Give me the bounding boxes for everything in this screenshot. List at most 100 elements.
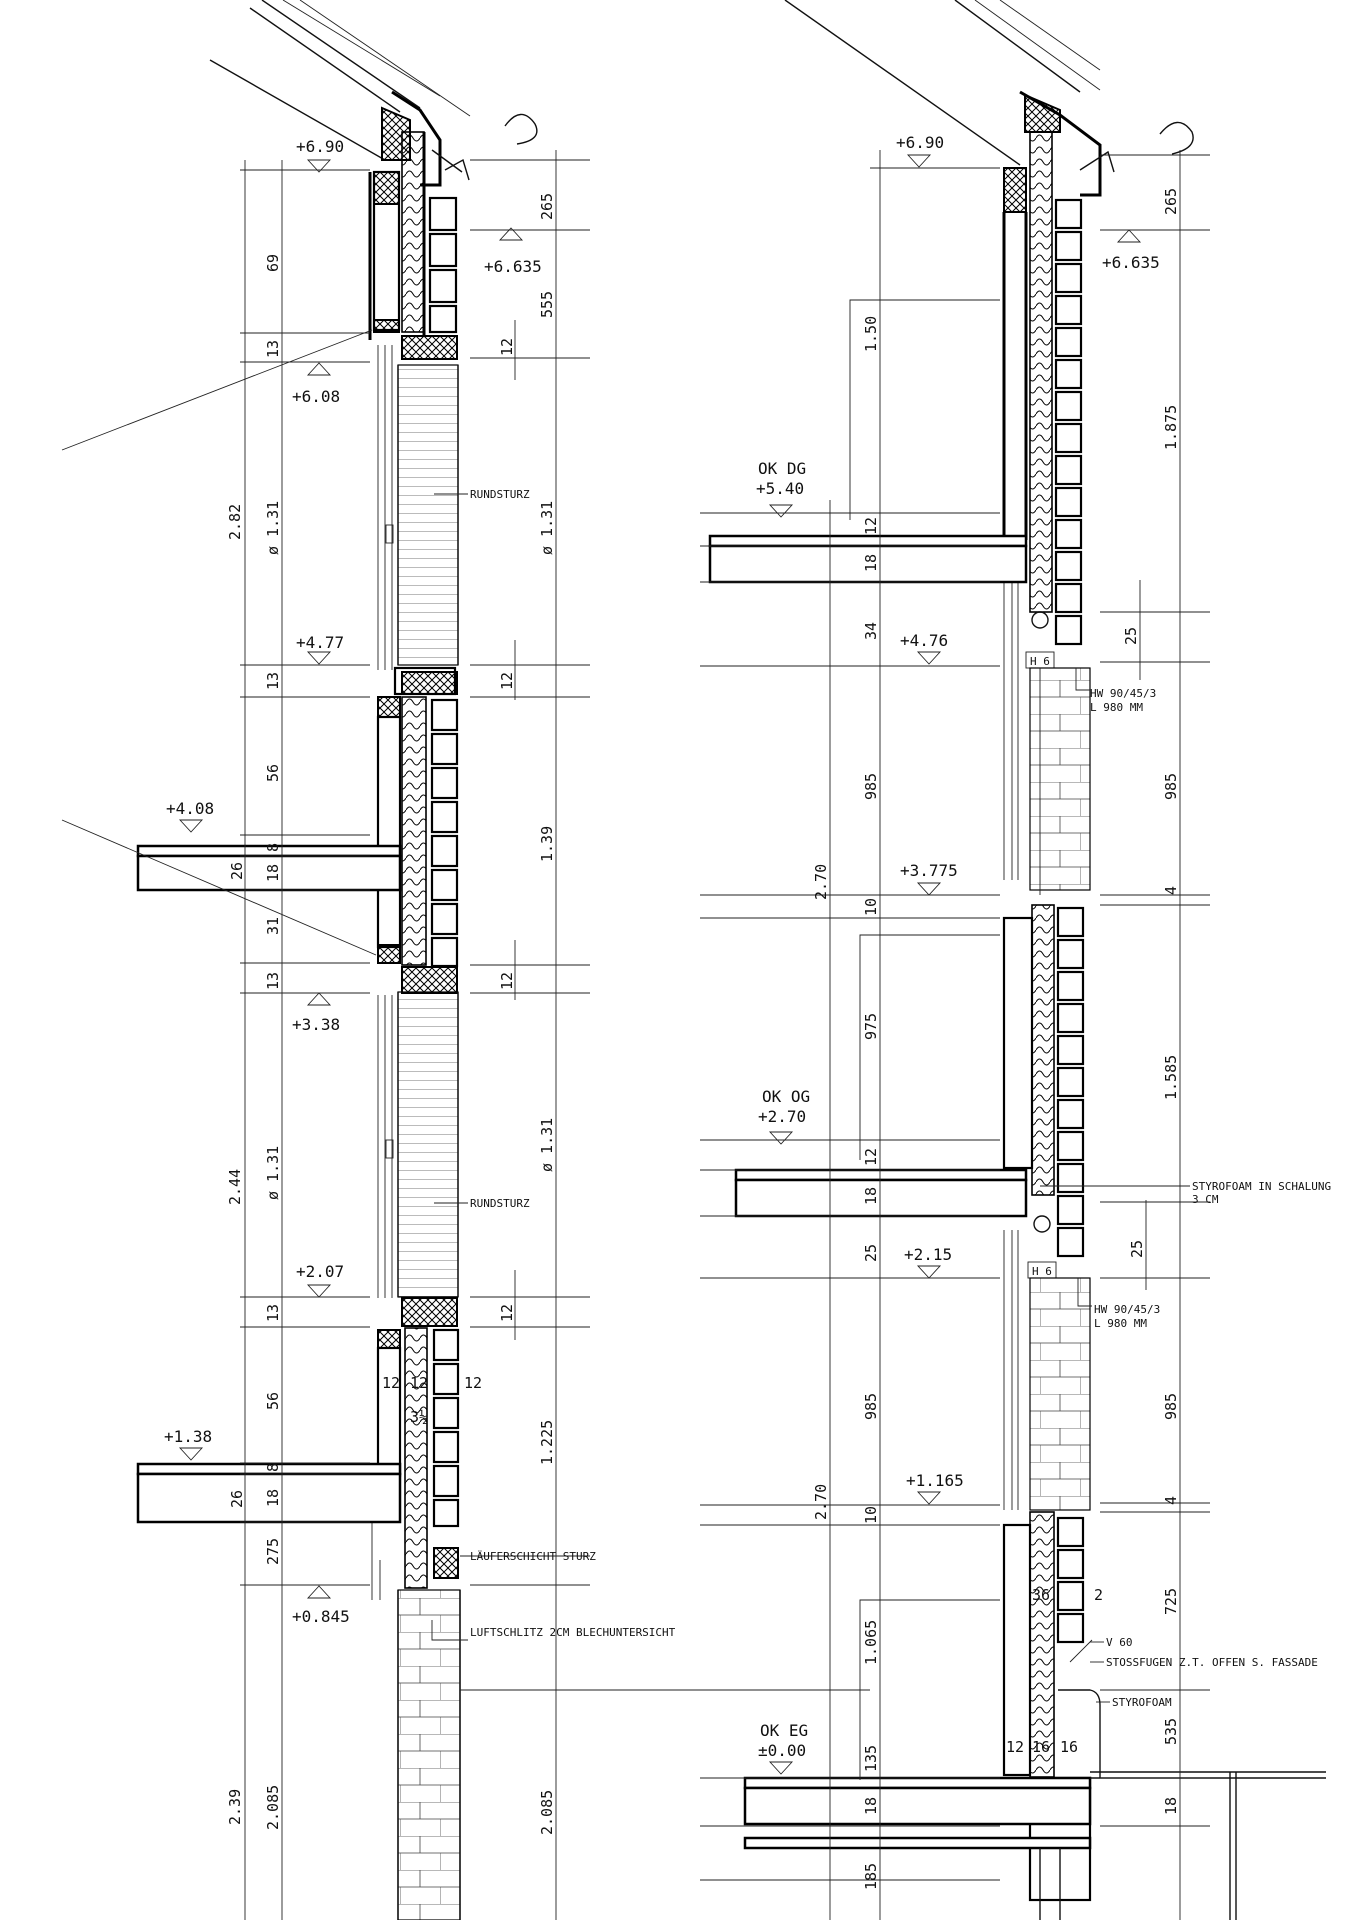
level-right-2: +5.40 xyxy=(756,479,804,498)
dim-left-inner-2: ø 1.31 xyxy=(264,501,282,555)
dim-left-right-9: 1.225 xyxy=(538,1420,556,1465)
dim-right-left-4: 985 xyxy=(862,773,880,800)
dim-right-left-3: 34 xyxy=(862,622,880,640)
dim-left-inner-11: 56 xyxy=(264,1392,282,1410)
dim-left-inner-7: 31 xyxy=(264,917,282,935)
right-veneer-mid xyxy=(1056,906,1085,1258)
note-hw-lower-2: L 980 MM xyxy=(1094,1317,1147,1330)
note-stossfugen: STOSSFUGEN Z.T. OFFEN S. FASSADE xyxy=(1106,1656,1318,1669)
right-veneer-top xyxy=(1054,198,1083,646)
level-right-8: ±0.00 xyxy=(758,1741,806,1760)
dim-right-right-8: 4 xyxy=(1162,1496,1180,1505)
wall-dim-right-0: 12 xyxy=(1006,1738,1024,1756)
dim-left-outer-0: 2.82 xyxy=(226,504,244,540)
dim-right-right-10: 535 xyxy=(1162,1718,1180,1745)
level-right-label-8: OK EG xyxy=(760,1721,808,1740)
left-veneer-top xyxy=(428,196,458,334)
dim-right-left-1: 12 xyxy=(862,517,880,535)
dim-right-right-5: 1.585 xyxy=(1162,1055,1180,1100)
left-veneer-mid xyxy=(430,698,459,968)
right-section: H 6 xyxy=(460,0,1331,1920)
wall-dim-left-2: 12 xyxy=(464,1374,482,1392)
level-right-6: +2.15 xyxy=(904,1245,952,1264)
wall-dim-right-2: 16 xyxy=(1060,1738,1078,1756)
left-dim-lines xyxy=(240,150,590,1920)
dim-right-right-9: 725 xyxy=(1162,1588,1180,1615)
level-right-5: +2.70 xyxy=(758,1107,806,1126)
wall-dim-left-0: 12 xyxy=(382,1374,400,1392)
dim-right-right-1: 1.875 xyxy=(1162,405,1180,450)
level-right-1: +6.635 xyxy=(1102,253,1160,272)
dim-left-right-7: ø 1.31 xyxy=(538,1118,556,1172)
dim-left-inner-9: ø 1.31 xyxy=(264,1146,282,1200)
dim-left-outer-2: 2.39 xyxy=(226,1789,244,1825)
dim-left-inner-12: 8 xyxy=(264,1463,282,1472)
dim-left-outer-1: 2.44 xyxy=(226,1169,244,1205)
wall-dim-right-3: 36 xyxy=(1032,1586,1050,1604)
dim-right-left-13: 10 xyxy=(862,1506,880,1524)
dim-left-inner-1: 13 xyxy=(264,340,282,358)
note-hw-upper-1: HW 90/45/3 xyxy=(1090,687,1156,700)
dim-right-left-2: 18 xyxy=(862,554,880,572)
dim-left-right-5: 1.39 xyxy=(538,826,556,862)
dim-left-right-8: 12 xyxy=(498,1304,516,1322)
dim-left-inner-4: 56 xyxy=(264,764,282,782)
right-roof xyxy=(784,0,1194,197)
note-styrofoam: STYROFOAM xyxy=(1112,1696,1172,1709)
dim-left-inner-6: 18 xyxy=(264,864,282,882)
wall-dim-left-3: 3½ xyxy=(410,1408,428,1426)
dim-right-left-6: 10 xyxy=(862,898,880,916)
dim-left-inner-3: 13 xyxy=(264,672,282,690)
right-level-markers xyxy=(768,154,1142,1775)
right-wall: H 6 xyxy=(1002,131,1101,1902)
dim-left-right-0: 265 xyxy=(538,193,556,220)
dim-left-right-4: 12 xyxy=(498,672,516,690)
dim-right-right-2: 25 xyxy=(1122,627,1140,645)
left-veneer-low xyxy=(432,1328,460,1579)
level-left-8: +0.845 xyxy=(292,1607,350,1626)
note-hw-upper-2: L 980 MM xyxy=(1090,701,1143,714)
dim-left-inner-16: 26 xyxy=(228,862,246,880)
dim-right-right-7: 985 xyxy=(1162,1393,1180,1420)
note-rundsturz-upper: RUNDSTURZ xyxy=(470,488,530,501)
dim-left-inner-15: 2.085 xyxy=(264,1785,282,1830)
dim-right-left-5: 2.70 xyxy=(812,864,830,900)
dim-right-left-7: 975 xyxy=(862,1013,880,1040)
note-luftschlitz: LUFTSCHLITZ 2CM BLECHUNTERSICHT xyxy=(470,1626,676,1639)
dim-right-left-10: 25 xyxy=(862,1244,880,1262)
left-section: +6.90 +6.635 +6.08 +4.77 +4.08 +3.38 +2.… xyxy=(61,0,676,1920)
level-left-0: +6.90 xyxy=(296,137,344,156)
wall-dim-right-4: 2 xyxy=(1094,1586,1103,1604)
tag-h6-upper: H 6 xyxy=(1030,655,1050,668)
dim-left-inner-0: 69 xyxy=(264,254,282,272)
dim-right-right-6: 25 xyxy=(1128,1240,1146,1258)
left-wall xyxy=(368,131,461,1920)
dim-right-left-0: 1.50 xyxy=(862,316,880,352)
dim-left-inner-14: 275 xyxy=(264,1538,282,1565)
dim-left-inner-8: 13 xyxy=(264,972,282,990)
wall-dim-left-1: 12 xyxy=(410,1374,428,1392)
dim-right-left-12: 2.70 xyxy=(812,1484,830,1520)
dim-right-right-11: 18 xyxy=(1162,1797,1180,1815)
dim-left-inner-17: 26 xyxy=(228,1490,246,1508)
tag-h6-lower: H 6 xyxy=(1032,1265,1052,1278)
dim-right-left-9: 18 xyxy=(862,1187,880,1205)
dim-right-right-3: 985 xyxy=(1162,773,1180,800)
level-right-3: +4.76 xyxy=(900,631,948,650)
level-left-3: +4.77 xyxy=(296,633,344,652)
note-styrofoam-schalung-1: STYROFOAM IN SCHALUNG xyxy=(1192,1180,1331,1193)
level-left-4: +4.08 xyxy=(166,799,214,818)
dim-left-right-1: 555 xyxy=(538,291,556,318)
dim-left-right-10: 2.085 xyxy=(538,1790,556,1835)
dim-left-inner-5: 8 xyxy=(264,843,282,852)
left-roof xyxy=(209,0,538,187)
dim-right-left-11: 985 xyxy=(862,1393,880,1420)
right-veneer-low xyxy=(1056,1516,1085,1644)
note-styrofoam-schalung-2: 3 CM xyxy=(1192,1193,1219,1206)
wall-dim-right-1: 16 xyxy=(1032,1738,1050,1756)
level-right-4: +3.775 xyxy=(900,861,958,880)
dim-right-right-4: 4 xyxy=(1162,886,1180,895)
dim-left-right-3: ø 1.31 xyxy=(538,501,556,555)
right-dim-lines xyxy=(700,150,1210,1920)
